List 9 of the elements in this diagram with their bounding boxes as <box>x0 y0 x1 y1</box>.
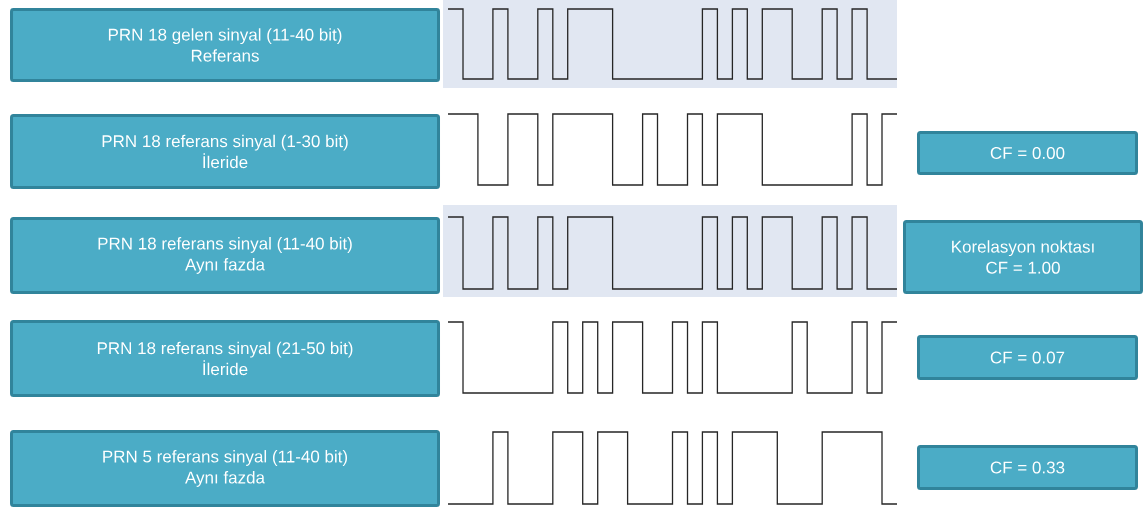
result-box: CF = 0.07 <box>917 335 1138 380</box>
result-box: CF = 0.00 <box>917 131 1138 175</box>
result-box: CF = 0.33 <box>917 445 1138 490</box>
result-box: Korelasyon noktası CF = 1.00 <box>903 220 1143 294</box>
label-box: PRN 18 referans sinyal (1-30 bit) İleride <box>10 114 440 189</box>
label-box: PRN 18 referans sinyal (21-50 bit) İleride <box>10 320 440 397</box>
label-box: PRN 5 referans sinyal (11-40 bit) Aynı fazda <box>10 430 440 507</box>
label-box: PRN 18 referans sinyal (11-40 bit) Aynı fazda <box>10 217 440 294</box>
label-box: PRN 18 gelen sinyal (11-40 bit) Referans <box>10 8 440 82</box>
